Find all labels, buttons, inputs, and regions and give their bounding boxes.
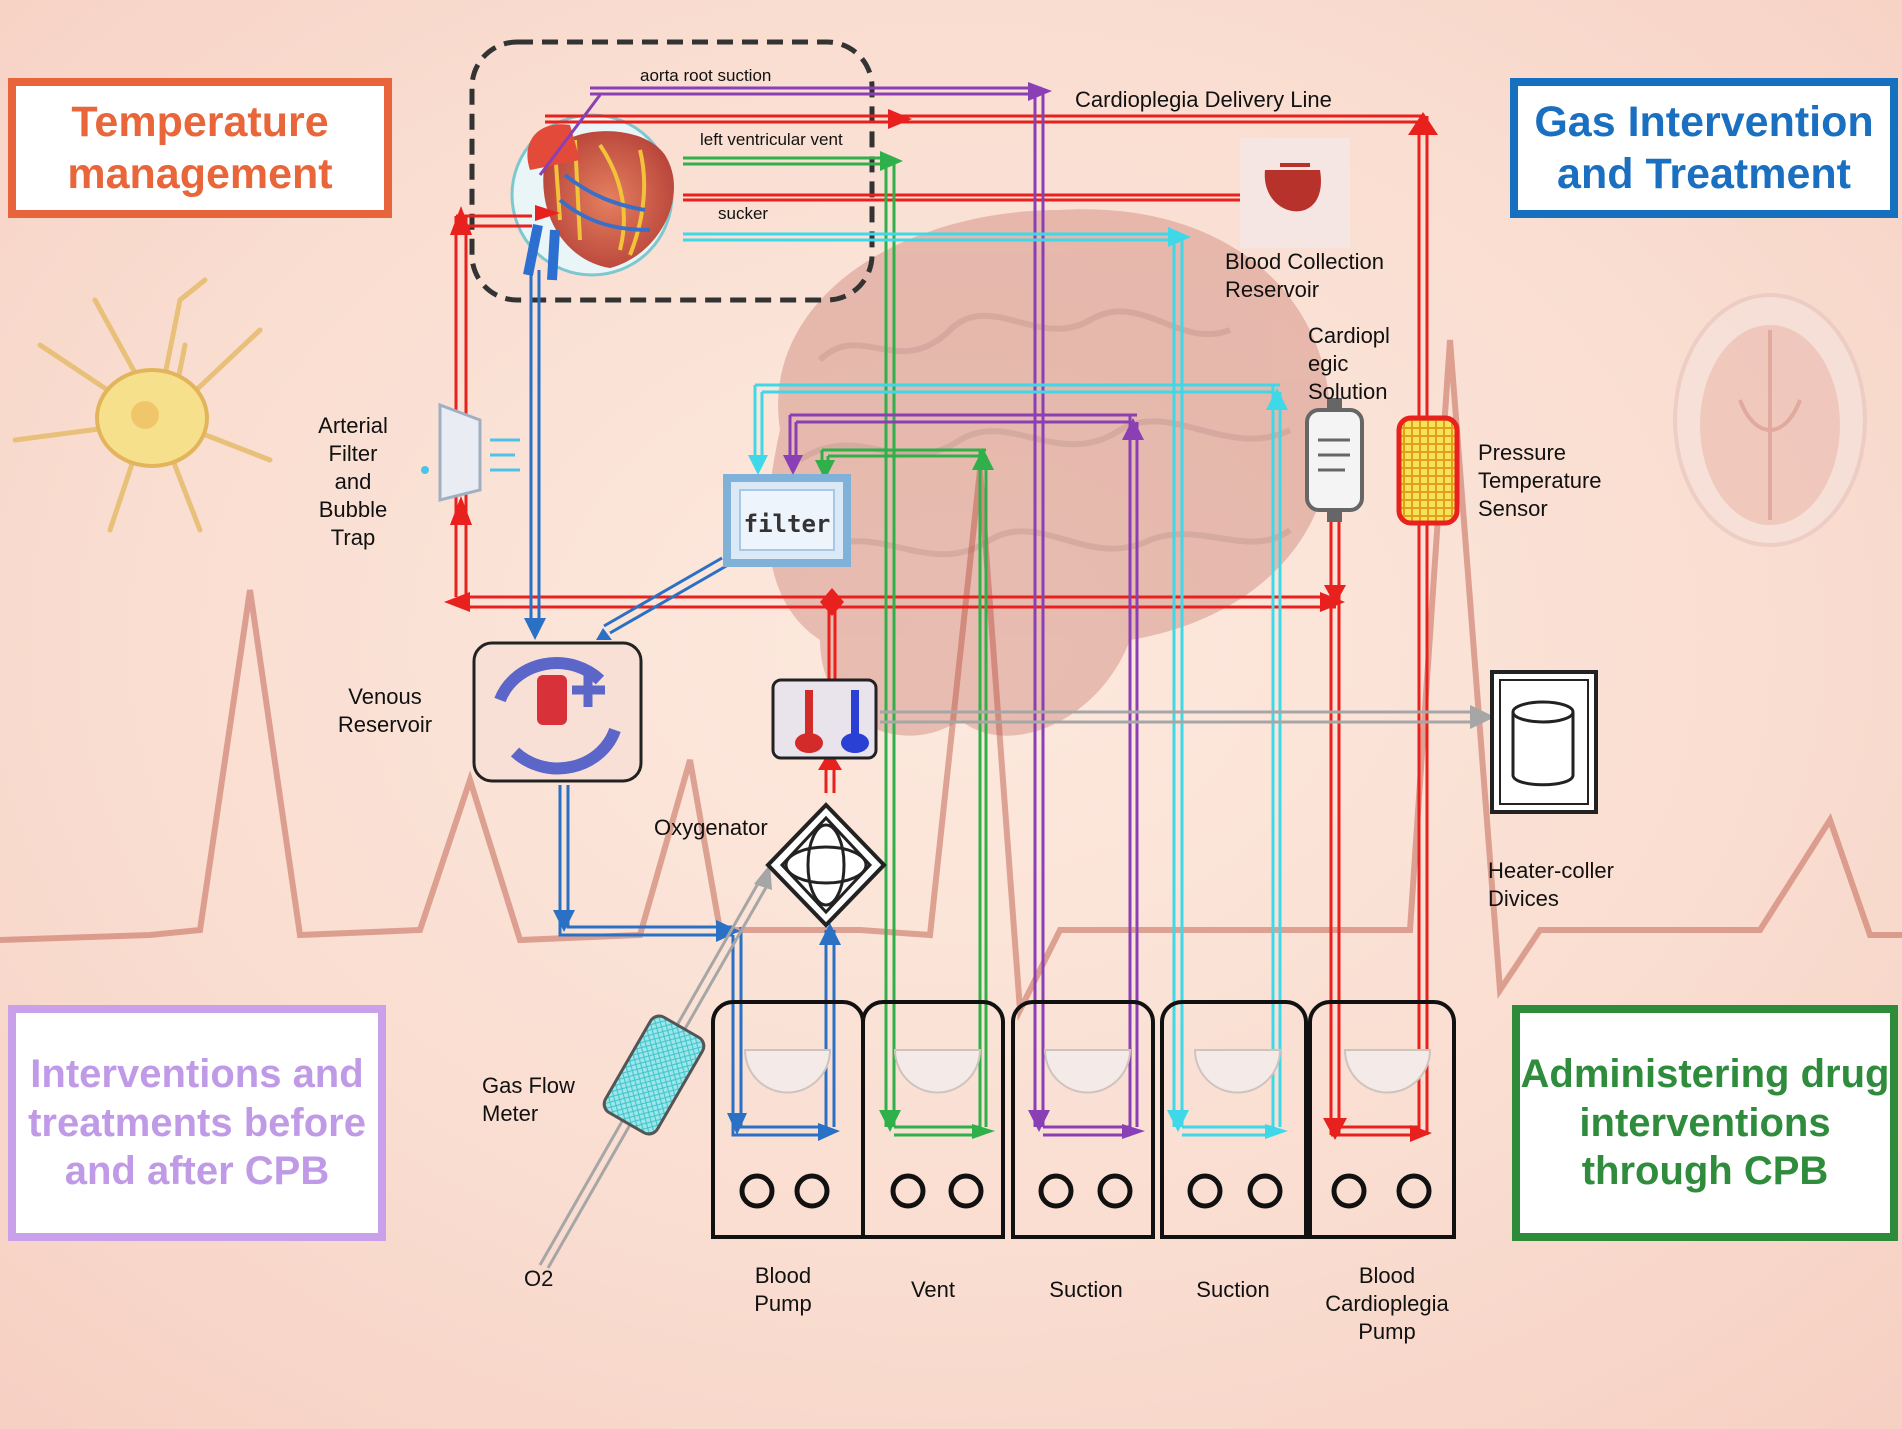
blood-collection-reservoir-icon <box>1240 138 1350 248</box>
heat-exchanger-icon <box>771 678 878 760</box>
sucker-arrowheads <box>748 227 1288 1139</box>
cardioplegic-solution-bag-icon <box>1305 398 1364 522</box>
gas-intervention-title: Gas Intervention and Treatment <box>1510 78 1898 218</box>
cardioplegic-solution-label: Cardiopl egic Solution <box>1308 323 1390 404</box>
pump-label-blood-cardioplegia: Blood Cardioplegia Pump <box>1325 1263 1449 1344</box>
arterial-filter-icon <box>421 402 520 502</box>
temperature-management-title: Temperature management <box>8 78 392 218</box>
neuron-illustration <box>12 277 273 533</box>
venous-line <box>529 270 836 1137</box>
gas-arrowheads <box>754 705 1495 890</box>
interventions-title: Interventions and treatments before and … <box>8 1005 386 1241</box>
heater-cooler-device-icon <box>1490 670 1598 814</box>
pressure-temperature-sensor-label: Pressure Temperature Sensor <box>1478 440 1602 521</box>
cardioplegia-delivery-line-label: Cardioplegia Delivery Line <box>1075 87 1332 112</box>
oxygenator-icon <box>765 802 887 928</box>
pressure-temperature-sensor-icon <box>1396 415 1460 526</box>
venous-arrowheads <box>524 618 841 1141</box>
venous-reservoir-icon <box>472 641 643 783</box>
pump-blood-cardioplegia <box>1308 1000 1456 1239</box>
pump-bank <box>711 1000 1456 1239</box>
vent-arrowheads <box>815 151 995 1139</box>
pump-vent <box>861 1000 1005 1239</box>
vent-line <box>683 156 988 1137</box>
gas-flow-meter-label: Gas Flow Meter <box>482 1073 575 1126</box>
blood-collection-reservoir-label: Blood Collection Reservoir <box>1225 249 1384 302</box>
sucker-label: sucker <box>718 204 769 223</box>
pump-label-vent: Vent <box>910 1277 956 1302</box>
aorta-suction-arrowheads <box>783 82 1145 1139</box>
heart-region-boundary <box>469 39 875 303</box>
drug-administration-title: Administering drug interventions through… <box>1512 1005 1898 1241</box>
pump-suction-1 <box>1011 1000 1155 1239</box>
pump-label-suction-1: Suction <box>1049 1277 1123 1302</box>
ecg-background-line <box>0 339 1902 1022</box>
heart-illustration <box>510 113 674 281</box>
venous-reservoir-label: Venous Reservoir <box>337 684 433 737</box>
pump-label-blood: Blood Pump <box>754 1263 812 1316</box>
arterial-filter-label: Arterial Filter and Bubble Trap <box>318 413 388 550</box>
arterial-line <box>454 114 1429 1137</box>
heater-cooler-label: Heater-coller Divices <box>1488 858 1614 911</box>
pump-suction-2 <box>1160 1000 1308 1239</box>
filter-component <box>723 474 851 567</box>
o2-label: O2 <box>524 1266 554 1291</box>
aorta-suction-line <box>538 86 1139 1137</box>
brain-scan-illustration <box>1673 293 1867 547</box>
oxygenator-label: Oxygenator <box>654 815 768 840</box>
left-ventricular-vent-label: left ventricular vent <box>700 130 843 149</box>
pump-label-suction-2: Suction <box>1196 1277 1270 1302</box>
aorta-root-suction-label: aorta root suction <box>640 66 772 85</box>
sucker-line <box>683 232 1282 1137</box>
filter-label: filter <box>744 510 831 538</box>
gas-flow-meter-icon <box>602 1014 706 1136</box>
